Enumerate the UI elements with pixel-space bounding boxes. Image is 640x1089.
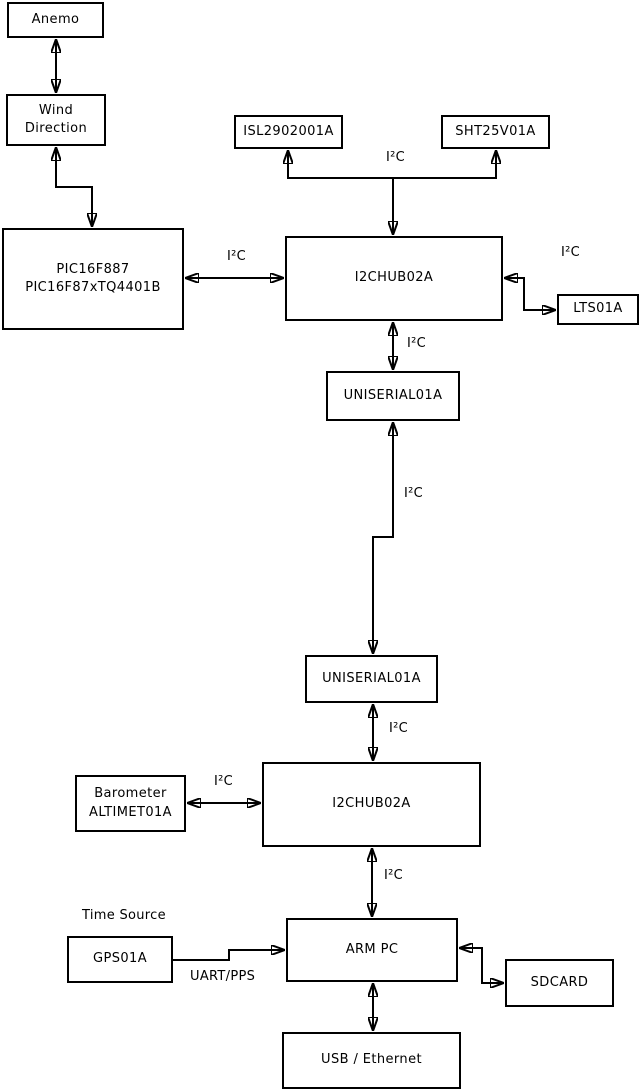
edge-label-uart-pps: UART/PPS xyxy=(190,969,256,984)
node-lts01a: LTS01A xyxy=(557,294,639,325)
node-i2chub02a-lower: I2CHUB02A xyxy=(262,762,481,847)
node-arm-pc: ARM PC xyxy=(286,918,458,982)
node-sdcard: SDCARD xyxy=(505,959,614,1007)
edge-label-i2c-uniserial2-hub2: I²C xyxy=(389,721,409,736)
node-i2chub02a-upper: I2CHUB02A xyxy=(285,236,503,321)
node-isl2902001a: ISL2902001A xyxy=(234,115,343,149)
edge-wind-pic xyxy=(56,148,92,226)
edge-gps-armpc xyxy=(173,950,284,961)
edge-hub1-lts xyxy=(505,278,555,310)
edge-label-i2c-barometer-hub2: I²C xyxy=(214,774,234,789)
node-wind-direction: Wind Direction xyxy=(6,94,106,146)
node-anemo: Anemo xyxy=(7,2,104,38)
edge-label-i2c-uniserial-bus: I²C xyxy=(404,486,424,501)
node-sht25v01a: SHT25V01A xyxy=(441,115,550,149)
node-uniserial01a-lower: UNISERIAL01A xyxy=(305,655,438,703)
node-uniserial01a-upper: UNISERIAL01A xyxy=(326,371,460,421)
node-pic16f887: PIC16F887 PIC16F87xTQ4401B xyxy=(2,228,184,330)
edge-uniserial1-uniserial2 xyxy=(373,423,393,653)
node-usb-ethernet: USB / Ethernet xyxy=(282,1032,461,1089)
edge-label-i2c-pic-hub1: I²C xyxy=(227,249,247,264)
edge-label-time-source: Time Source xyxy=(82,908,166,923)
edge-armpc-sdcard xyxy=(460,948,503,983)
edge-label-i2c-isl-sht: I²C xyxy=(386,150,406,165)
node-gps01a: GPS01A xyxy=(67,936,173,983)
edge-label-i2c-hub1-uniserial1: I²C xyxy=(407,336,427,351)
edge-label-i2c-hub2-armpc: I²C xyxy=(384,868,404,883)
node-barometer-altimet01a: Barometer ALTIMET01A xyxy=(75,775,186,832)
edge-label-i2c-hub1-lts: I²C xyxy=(561,245,581,260)
